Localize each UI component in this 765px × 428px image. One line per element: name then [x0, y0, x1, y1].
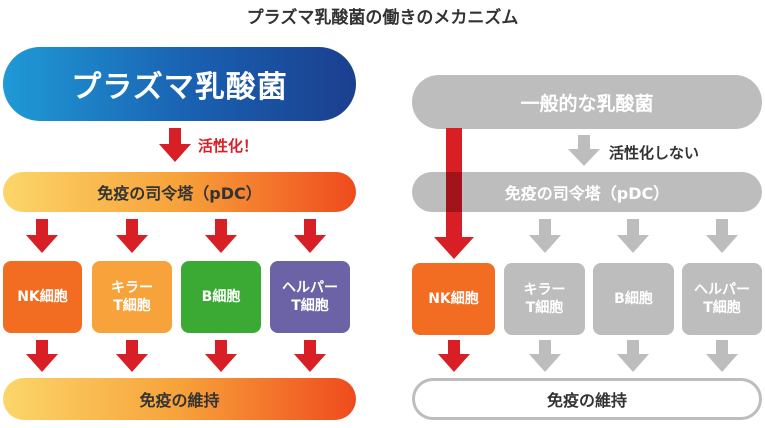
arrow-right-nk-to-bottom: [438, 340, 470, 372]
no-activate-label: 活性化しない: [609, 144, 700, 162]
activate-label: 活性化！: [198, 137, 259, 155]
arrow-right-killer-to-bottom: [529, 340, 561, 372]
immunity-maintenance-box-right: 免疫の維持: [412, 378, 762, 420]
arrow-right-helper-to-bottom: [706, 340, 738, 372]
long-red-arrow-shaft-lower: [446, 212, 462, 238]
arrow-left-to-killer: [116, 219, 148, 253]
arrow-left-helper-to-bottom: [294, 340, 326, 372]
general-lactic-acid-bacteria-box: 一般的な乳酸菌: [412, 75, 762, 129]
immunity-maintenance-label-right: 免疫の維持: [546, 391, 627, 410]
b-cell-label-right: B細胞: [614, 291, 653, 307]
plasma-lactic-acid-bacteria-box: プラズマ乳酸菌: [3, 47, 356, 121]
b-cell-box-right: B細胞: [593, 263, 674, 335]
killer-t-cell-line2-right: T細胞: [525, 300, 564, 316]
helper-t-cell-line2-left: T細胞: [291, 298, 329, 314]
arrow-right-b-to-bottom: [617, 340, 649, 372]
pdc-label-left: 免疫の司令塔（pDC）: [97, 184, 262, 203]
diagram-title: プラズマ乳酸菌の働きのメカニズム: [246, 8, 519, 28]
nk-cell-label-right: NK細胞: [428, 291, 479, 307]
nk-cell-label-left: NK細胞: [17, 289, 68, 305]
killer-t-cell-line1-right: キラー: [523, 282, 566, 298]
killer-t-cell-box-right: キラー T細胞: [504, 263, 585, 335]
pdc-box-right: 免疫の司令塔（pDC）: [412, 172, 762, 212]
helper-t-cell-line1-right: ヘルパー: [694, 282, 750, 298]
arrow-right-no-activate: [568, 135, 600, 166]
helper-t-cell-line2-right: T細胞: [703, 300, 741, 316]
arrow-right-to-killer: [529, 219, 561, 253]
nk-cell-box-right: NK細胞: [412, 263, 495, 335]
b-cell-box-left: B細胞: [181, 261, 261, 333]
killer-t-cell-box-left: キラー T細胞: [92, 261, 172, 333]
arrow-left-b-to-bottom: [205, 340, 237, 372]
pdc-box-left: 免疫の司令塔（pDC）: [3, 172, 356, 212]
general-lactic-acid-bacteria-label: 一般的な乳酸菌: [520, 92, 654, 115]
killer-t-cell-line1-left: キラー: [111, 280, 153, 296]
arrow-left-to-helper: [294, 219, 326, 253]
arrow-right-to-b: [617, 219, 649, 253]
arrow-left-nk-to-bottom: [26, 340, 58, 372]
arrow-left-activate: [159, 128, 191, 162]
killer-t-cell-line2-left: T細胞: [113, 298, 151, 314]
long-red-arrow-shaft-upper: [446, 128, 462, 172]
nk-cell-box-left: NK細胞: [3, 261, 82, 333]
immunity-maintenance-label-left: 免疫の維持: [139, 391, 220, 410]
long-red-arrow-shaft-overlap: [446, 172, 462, 212]
arrow-left-to-nk: [26, 219, 58, 253]
helper-t-cell-box-right: ヘルパー T細胞: [682, 263, 762, 335]
arrow-left-to-b: [205, 219, 237, 253]
arrow-left-killer-to-bottom: [116, 340, 148, 372]
long-red-arrow-head: [434, 237, 474, 259]
immunity-maintenance-box-left: 免疫の維持: [3, 378, 356, 420]
plasma-lactic-acid-bacteria-label: プラズマ乳酸菌: [71, 70, 288, 105]
pdc-label-right: 免疫の司令塔（pDC）: [504, 184, 670, 203]
helper-t-cell-line1-left: ヘルパー: [282, 280, 338, 296]
helper-t-cell-box-left: ヘルパー T細胞: [270, 261, 350, 333]
arrow-right-to-helper: [706, 219, 738, 253]
b-cell-label-left: B細胞: [201, 289, 241, 305]
